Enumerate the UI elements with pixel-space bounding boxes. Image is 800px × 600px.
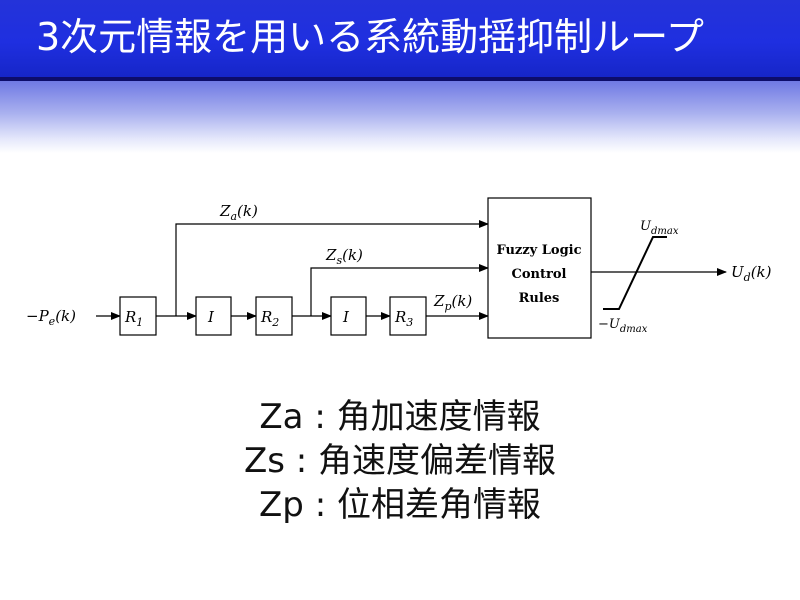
block-i1 (195, 296, 232, 336)
saturation-curve (603, 236, 667, 310)
legend: Za : 角加速度情報 Zs : 角速度偏差情報 Zp : 位相差角情報 (0, 395, 800, 527)
block-r1-label: R1 (124, 308, 143, 329)
block-fuzzy (487, 197, 592, 339)
zs-label: Zs(k) (325, 246, 363, 267)
zs-arrow (310, 264, 489, 316)
fuzzy-line-1: Fuzzy Logic (496, 243, 581, 258)
legend-item-zp: Zp : 位相差角情報 (259, 485, 541, 525)
gradient-band (0, 81, 800, 153)
block-i2-label: I (342, 308, 350, 326)
udmax-label: Udmax (640, 219, 679, 237)
za-arrow (175, 220, 489, 316)
input-label: −Pe(k) (26, 307, 76, 328)
block-r2-label: R2 (260, 308, 279, 329)
legend-item-za: Za : 角加速度情報 (259, 397, 541, 437)
block-i2 (330, 296, 367, 336)
block-r1 (119, 296, 157, 336)
za-label: Za(k) (219, 202, 258, 223)
neg-udmax-label: −Udmax (598, 317, 648, 335)
title-underline (0, 77, 800, 81)
fuzzy-line-2: Control (512, 267, 567, 282)
block-i1-label: I (207, 308, 215, 326)
zp-label: Zp(k) (433, 292, 472, 313)
block-r3-label: R3 (394, 308, 413, 329)
block-r2 (255, 296, 293, 336)
slide-title: 3次元情報を用いる系統動揺抑制ループ (36, 15, 704, 59)
legend-item-zs: Zs : 角速度偏差情報 (243, 441, 557, 481)
fuzzy-line-3: Rules (519, 291, 560, 306)
output-label: Ud(k) (731, 263, 772, 284)
block-r3 (389, 296, 427, 336)
title-bar: 3次元情報を用いる系統動揺抑制ループ (0, 0, 800, 77)
